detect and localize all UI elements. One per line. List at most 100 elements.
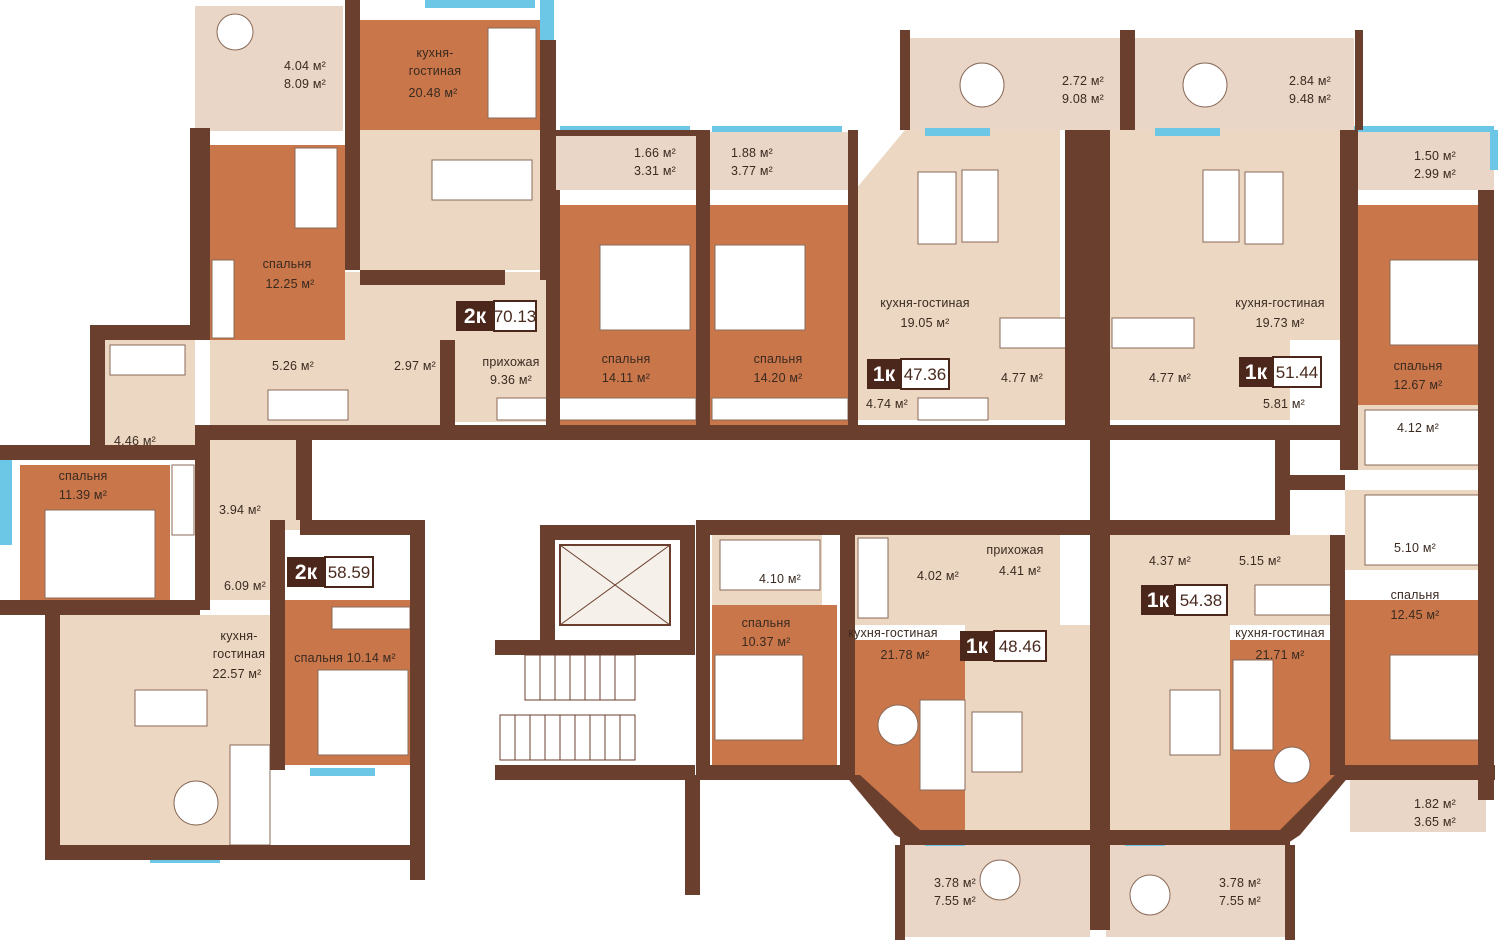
room-area: 4.74 м² <box>866 397 908 411</box>
round-table-icon <box>877 704 919 746</box>
room-area: 4.12 м² <box>1397 421 1439 435</box>
room-area: 5.15 м² <box>1239 554 1281 568</box>
room-name: спальня <box>754 352 803 366</box>
room-area: 4.46 м² <box>114 434 156 448</box>
furniture <box>44 13 1481 916</box>
kitchen-island-icon <box>431 159 533 201</box>
balcony-area-total: 2.99 м² <box>1414 167 1456 181</box>
balcony-b6 <box>1358 132 1494 190</box>
wardrobes <box>171 259 1481 630</box>
room-name: спальня 10.14 м² <box>294 651 396 665</box>
balcony-b5 <box>710 132 848 190</box>
table-icon <box>1169 689 1221 756</box>
balcony-area: 3.78 м² <box>934 876 976 890</box>
apartment-badge-3[interactable]: 1к 47.36 <box>867 358 950 390</box>
room-area: 11.39 м² <box>59 488 107 502</box>
bathtub-icon <box>109 344 186 376</box>
room-area: 12.45 м² <box>1390 608 1439 622</box>
table-icon <box>971 711 1023 773</box>
room-area: 10.37 м² <box>741 635 790 649</box>
balcony-b7 <box>1350 772 1486 832</box>
table-icon <box>1202 169 1240 243</box>
balcony-area-total: 3.77 м² <box>731 164 773 178</box>
bed-icon <box>1389 259 1481 346</box>
apartment-badge-1[interactable]: 2к 70.13 <box>456 300 537 332</box>
room-name: гостиная <box>213 647 265 661</box>
room-area: 5.26 м² <box>272 359 314 373</box>
sofa-icon <box>487 27 537 119</box>
bathtub-icon <box>857 537 889 619</box>
balcony-area: 3.78 м² <box>1219 876 1261 890</box>
balcony-b3 <box>1132 38 1354 130</box>
apartment-rooms: 2к <box>295 561 318 584</box>
room-name: спальня <box>602 352 651 366</box>
room-area: 4.02 м² <box>917 569 959 583</box>
round-table-icon <box>216 13 254 51</box>
room-area: 4.77 м² <box>1001 371 1043 385</box>
bathtub-icon <box>1254 584 1336 616</box>
room-name: кухня-гостиная <box>1235 296 1325 310</box>
apartment-rooms: 1к <box>1245 361 1268 384</box>
sofa-icon <box>917 171 957 245</box>
bathtub-icon <box>1111 317 1195 349</box>
room-name: спальня <box>1394 359 1443 373</box>
balcony-area-total: 3.31 м² <box>634 164 676 178</box>
sofa-icon <box>919 699 966 791</box>
bathtub-icon <box>267 389 349 421</box>
room-area: 5.81 м² <box>1263 397 1305 411</box>
round-table-icon <box>1129 874 1171 916</box>
balcony-area: 2.72 м² <box>1062 74 1104 88</box>
stairs <box>499 654 636 761</box>
apartment-badge-5[interactable]: 1к 48.46 <box>960 630 1047 662</box>
room-area: 4.77 м² <box>1149 371 1191 385</box>
room-area: 22.57 м² <box>212 667 261 681</box>
apartment-rooms: 1к <box>966 635 989 658</box>
room-area: 3.94 м² <box>219 503 261 517</box>
balcony-area-total: 9.48 м² <box>1289 92 1331 106</box>
bed-icon <box>714 654 804 741</box>
balcony-area: 1.88 м² <box>731 146 773 160</box>
round-table-icon <box>1273 746 1311 784</box>
sofa-icon <box>229 744 271 846</box>
room-name: прихожая <box>986 543 1043 557</box>
balcony-area-total: 8.09 м² <box>284 77 326 91</box>
room-name: спальня <box>742 616 791 630</box>
balcony-area-total: 7.55 м² <box>934 894 976 908</box>
balcony-area: 4.04 м² <box>284 59 326 73</box>
room-name: кухня-гостиная <box>1235 626 1325 640</box>
bed-icon <box>294 147 338 229</box>
apartment-area: 58.59 <box>328 563 371 582</box>
apartment-area: 54.38 <box>1180 591 1223 610</box>
corridor <box>310 440 1280 520</box>
sofa-icon <box>1232 659 1274 751</box>
bed-icon <box>1389 654 1481 741</box>
room-area: 21.71 м² <box>1255 648 1304 662</box>
bed-icon <box>714 244 806 331</box>
apartment-badge-6[interactable]: 1к 54.38 <box>1141 584 1228 616</box>
room-area: 4.41 м² <box>999 564 1041 578</box>
balcony-area: 1.66 м² <box>634 146 676 160</box>
balcony-labels: 4.04 м² 8.09 м² 2.72 м² 9.08 м² 2.84 м² … <box>284 59 1456 908</box>
apartment-rooms: 1к <box>873 363 896 386</box>
room-labels: кухня- гостиная 20.48 м² спальня 12.25 м… <box>59 46 1443 681</box>
balcony-area-total: 9.08 м² <box>1062 92 1104 106</box>
room-name: прихожая <box>482 355 539 369</box>
apartment-rooms: 1к <box>1147 589 1170 612</box>
room-name: спальня <box>59 469 108 483</box>
balcony-area: 1.82 м² <box>1414 797 1456 811</box>
room-area: 2.97 м² <box>394 359 436 373</box>
room-area: 4.37 м² <box>1149 554 1191 568</box>
round-table-icon <box>1182 62 1228 108</box>
round-table-icon <box>979 859 1021 901</box>
room-area: 21.78 м² <box>880 648 929 662</box>
bed-icon <box>599 244 691 331</box>
room-area: 6.09 м² <box>224 579 266 593</box>
apartment-badge-2[interactable]: 2к 58.59 <box>287 556 374 588</box>
balcony-area: 2.84 м² <box>1289 74 1331 88</box>
room-name: кухня-гостиная <box>848 626 938 640</box>
apartment-rooms: 2к <box>464 305 487 328</box>
room-area: 19.05 м² <box>900 316 949 330</box>
apartment-badge-4[interactable]: 1к 51.44 <box>1239 356 1322 388</box>
